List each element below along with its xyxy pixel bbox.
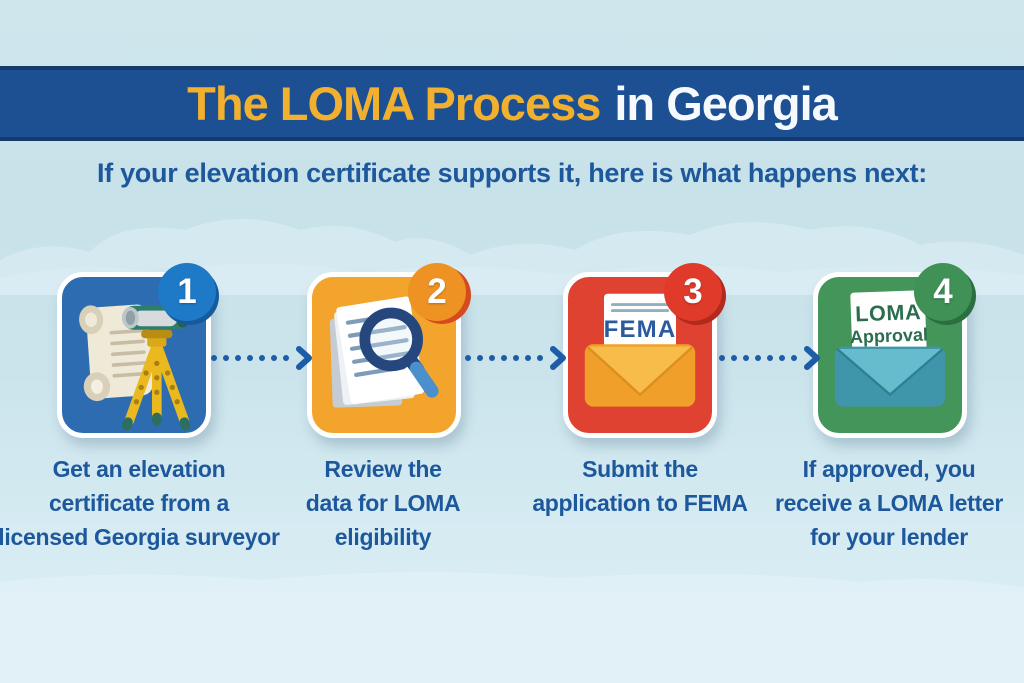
chevron-right-icon: [804, 346, 820, 370]
step-caption-3: Submit the application to FEMA: [495, 452, 785, 520]
title-rest: in Georgia: [614, 77, 837, 130]
dotted-arrow-icon: [465, 344, 566, 372]
surveyor-tripod-scroll-icon: [62, 277, 206, 433]
step-badge-2: 2: [408, 263, 466, 321]
chevron-right-icon: [296, 346, 312, 370]
loma-letter-label-line2: Approval: [850, 324, 929, 347]
dotted-arrow-icon: [719, 344, 820, 372]
step-caption-1: Get an elevation certificate from a lice…: [0, 452, 284, 554]
badge-number: 2: [427, 272, 447, 311]
bottom-clouds-decoration: [0, 571, 1024, 683]
caption-line: eligibility: [334, 524, 432, 550]
caption-line: licensed Georgia surveyor: [0, 524, 280, 550]
loma-letter-label-line1: LOMA: [855, 299, 922, 326]
subtitle-text: If your elevation certificate supports i…: [97, 158, 927, 188]
fema-envelope-icon: FEMA: [568, 277, 712, 433]
step-caption-2: Review the data for LOMA eligibility: [238, 452, 528, 554]
step-caption-4: If approved, you receive a LOMA letter f…: [744, 452, 1024, 554]
step-card-3: FEMA 3: [563, 263, 722, 438]
document-magnifier-icon: [312, 277, 456, 433]
badge-number: 3: [683, 272, 703, 311]
caption-line: Get an elevation: [52, 456, 226, 482]
caption-line: data for LOMA: [305, 490, 461, 516]
step-card-4: LOMA Approval 4: [813, 263, 972, 438]
step-card-1: 1: [57, 263, 216, 438]
badge-number: 1: [177, 272, 197, 311]
title-highlight: The LOMA Process: [187, 77, 601, 130]
step-badge-4: 4: [914, 263, 972, 321]
step-badge-3: 3: [664, 263, 722, 321]
caption-line: receive a LOMA letter: [774, 490, 1004, 516]
caption-line: application to FEMA: [532, 490, 748, 516]
caption-line: Review the: [324, 456, 442, 482]
chevron-right-icon: [550, 346, 566, 370]
step-card-2: 2: [307, 263, 466, 438]
step-badge-1: 1: [158, 263, 216, 321]
fema-letter-label: FEMA: [604, 316, 677, 343]
clouds-decoration: [0, 219, 1024, 295]
caption-line: certificate from a: [49, 490, 229, 516]
caption-line: for your lender: [810, 524, 968, 550]
caption-line: Submit the: [582, 456, 698, 482]
dotted-arrow-icon: [211, 344, 312, 372]
loma-approval-envelope-icon: LOMA Approval: [818, 277, 962, 433]
badge-number: 4: [933, 272, 953, 311]
caption-line: If approved, you: [802, 456, 976, 482]
